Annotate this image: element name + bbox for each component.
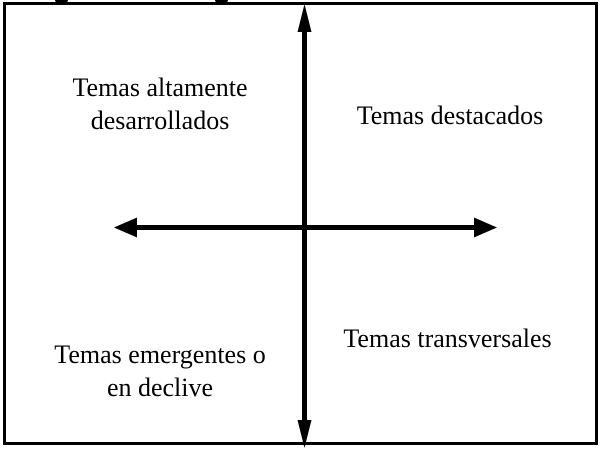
cropped-text-descender: [55, 0, 68, 3]
quadrant-label-line: Temas transversales: [343, 323, 552, 353]
quadrant-label-top-right: Temas destacados: [330, 93, 570, 137]
quadrant-label-line: Temas emergentes o: [54, 340, 266, 369]
cropped-text-descender: [215, 0, 228, 3]
quadrant-label-top-left: Temas altamente desarrollados: [30, 68, 290, 140]
quadrant-label-line: desarrollados: [90, 106, 230, 135]
quadrant-label-line: Temas destacados: [356, 100, 544, 130]
diagram-frame: [3, 2, 598, 445]
quadrant-label-line: Temas altamente: [72, 73, 248, 102]
quadrant-label-bottom-left: Temas emergentes o en declive: [20, 335, 300, 407]
quadrant-label-line: en declive: [106, 373, 214, 402]
quadrant-label-bottom-right: Temas transversales: [325, 316, 570, 360]
